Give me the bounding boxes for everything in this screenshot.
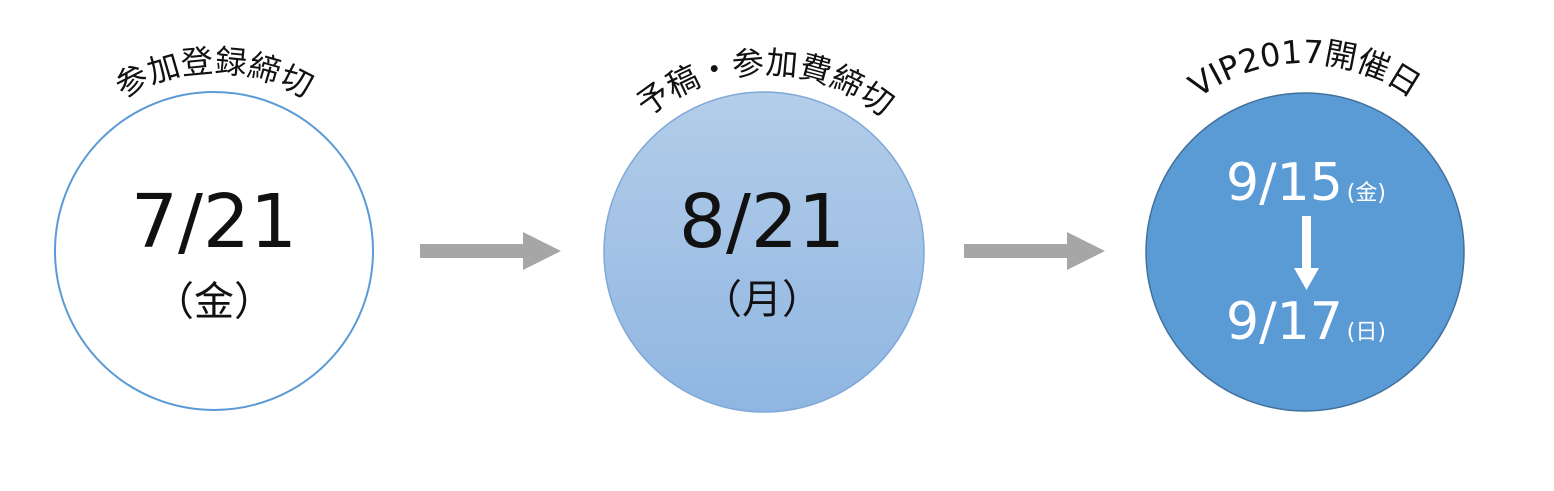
event-end-weekday: (日) xyxy=(1347,320,1386,345)
milestone-date: 8/21 xyxy=(679,179,845,265)
right-arrow-icon xyxy=(964,232,1105,270)
flow-arrow-2 xyxy=(964,232,1105,270)
right-arrow-icon xyxy=(420,232,561,270)
event-start: 9/15(金) xyxy=(1226,153,1386,213)
milestone-circle xyxy=(54,91,374,411)
milestone-weekday: （月） xyxy=(702,277,822,323)
milestone-manuscript-fee-deadline: 予稿・参加費締切 8/21 （月） xyxy=(603,43,925,413)
milestone-weekday: （金） xyxy=(154,279,274,325)
milestone-registration-deadline: 参加登録締切 7/21 （金） xyxy=(54,42,374,411)
milestone-date: 7/21 xyxy=(131,179,297,265)
event-end-date: 9/17 xyxy=(1226,292,1343,352)
event-start-weekday: (金) xyxy=(1347,181,1386,206)
milestone-event-dates: VIP2017開催日 9/15(金) 9/17(日) xyxy=(1145,33,1465,412)
down-arrow-icon xyxy=(1294,216,1319,290)
flow-arrow-1 xyxy=(420,232,561,270)
milestone-circle xyxy=(603,91,925,413)
event-end: 9/17(日) xyxy=(1226,292,1386,352)
event-start-date: 9/15 xyxy=(1226,153,1343,213)
